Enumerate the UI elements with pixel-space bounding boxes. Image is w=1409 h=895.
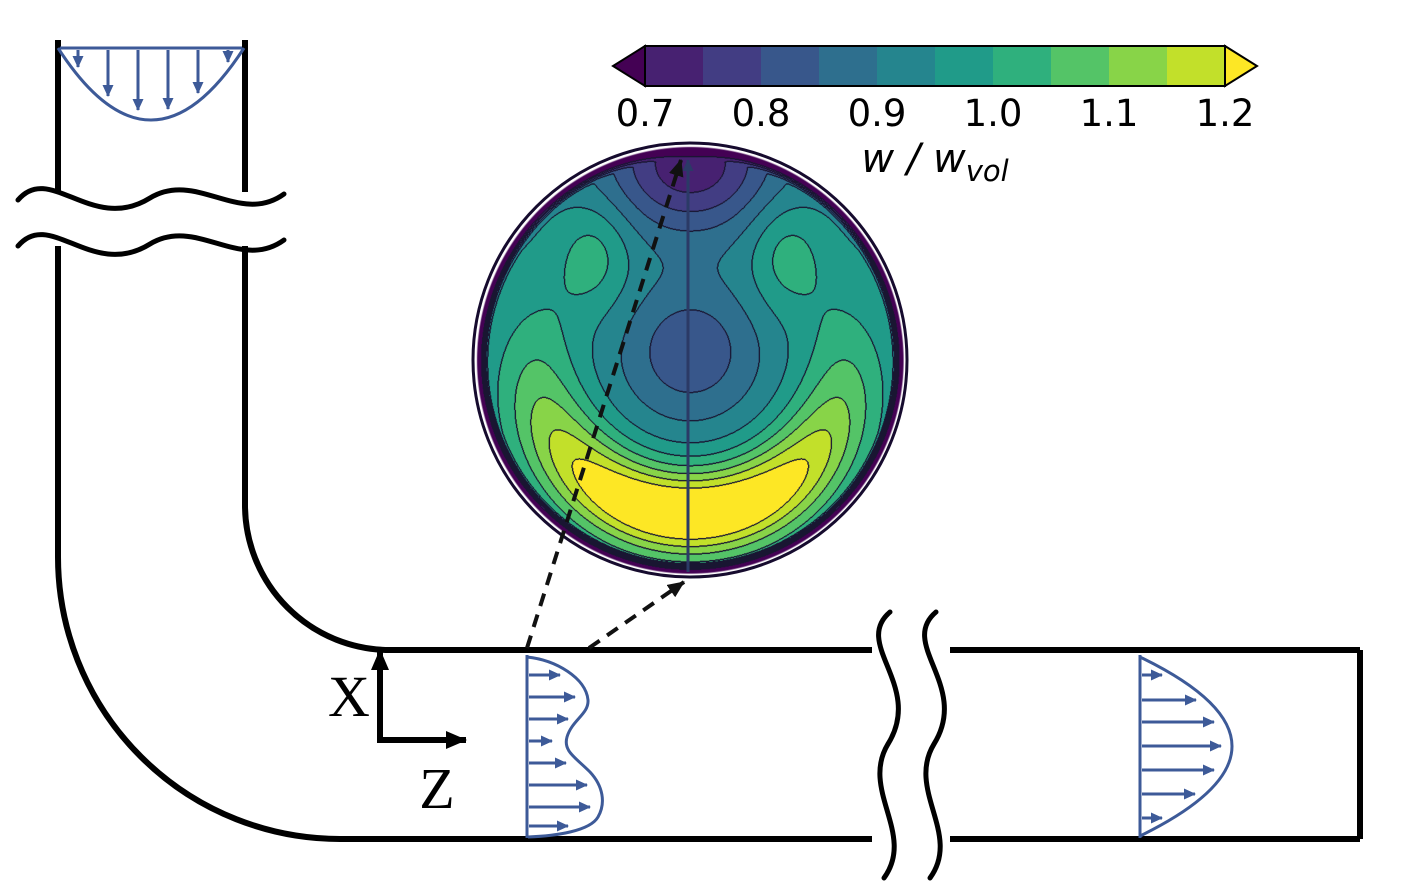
pipe-outline	[55, 40, 1363, 842]
developed-velocity-profile	[1138, 655, 1234, 838]
dashed-connector-top	[525, 159, 684, 649]
colorbar-right-arrow	[1224, 44, 1259, 88]
colorbar-label-subscript: vol	[966, 154, 1009, 188]
colorbar-label: w / wvol	[861, 136, 1008, 188]
colorbar-tick-0: 0.7	[616, 92, 675, 135]
inlet-velocity-profile	[56, 46, 246, 122]
colorbar-segment	[1051, 46, 1110, 86]
break-squiggle	[922, 609, 947, 881]
colorbar: 0.7 0.8 0.9 1.0 1.1 1.2 w / wvol	[611, 44, 1259, 188]
horizontal-pipe	[340, 647, 1363, 842]
colorbar-segment	[703, 46, 762, 86]
profile-envelope	[526, 655, 604, 839]
colorbar-tick-5: 1.2	[1196, 92, 1255, 135]
colorbar-tick-3: 1.0	[964, 92, 1023, 135]
vertical-pipe	[55, 40, 248, 557]
break-symbol-horizontal	[876, 609, 947, 881]
break-squiggle	[15, 186, 287, 211]
coordinate-axes: X Z	[328, 649, 467, 821]
colorbar-segment	[1109, 46, 1168, 86]
profile-envelope	[1139, 655, 1234, 838]
colorbar-left-arrow	[611, 44, 646, 88]
colorbar-tick-1: 0.8	[732, 92, 791, 135]
colorbar-segment	[761, 46, 820, 86]
dashed-connector-bottom	[587, 580, 686, 650]
colorbar-tick-2: 0.9	[848, 92, 907, 135]
colorbar-segment	[645, 46, 704, 86]
colorbar-frame	[644, 45, 1226, 87]
z-axis-label: Z	[419, 756, 454, 821]
colorbar-segment	[935, 46, 994, 86]
colorbar-segment	[819, 46, 878, 86]
break-symbol-vertical	[15, 186, 287, 257]
cross-section-outline	[471, 141, 909, 579]
break-squiggle	[15, 232, 287, 257]
post-bend-velocity-profile	[525, 655, 604, 839]
colorbar-body	[645, 46, 1226, 86]
colorbar-segment	[993, 46, 1052, 86]
break-squiggle	[876, 609, 901, 881]
x-axis-label: X	[328, 664, 370, 729]
pipe-bend	[55, 504, 391, 842]
bend-inner-wall	[242, 504, 391, 653]
colorbar-label-main: w / w	[861, 136, 966, 182]
colorbar-segment	[1167, 46, 1226, 86]
cross-section-contour-plot	[472, 142, 908, 578]
colorbar-tick-4: 1.1	[1080, 92, 1139, 135]
bend-outer-wall	[55, 556, 341, 842]
profile-envelope	[56, 47, 246, 122]
colorbar-segment	[877, 46, 936, 86]
